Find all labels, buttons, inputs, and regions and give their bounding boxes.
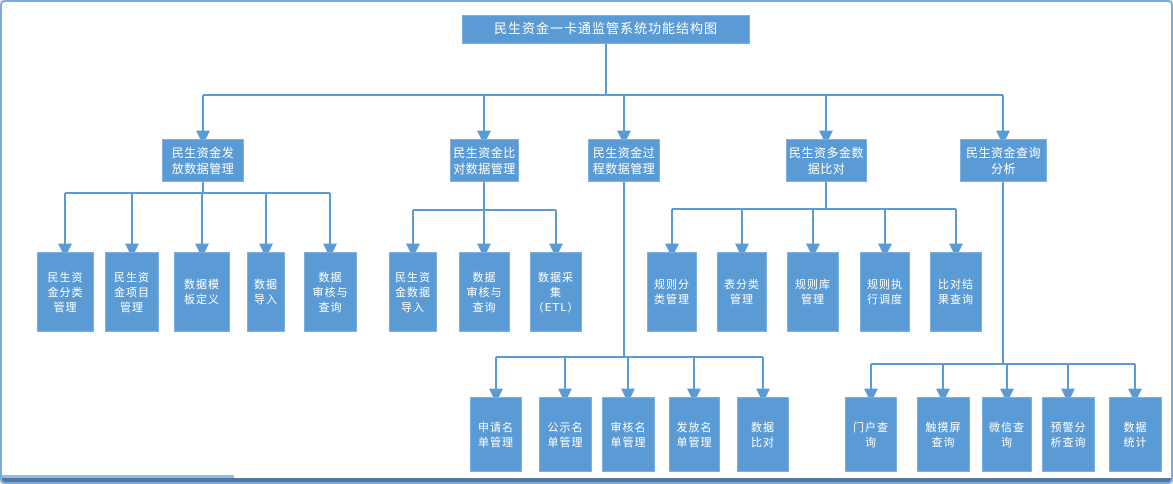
- node-branch1-child5: 数据 审核与 查询: [304, 252, 357, 332]
- node-branch3-child1: 申请名 单管理: [470, 397, 522, 472]
- node-branch5-child5: 数据 统计: [1109, 397, 1162, 472]
- node-branch1-child1: 民生资 金分类 管理: [37, 252, 94, 332]
- node-branch3-child4: 发放名 单管理: [669, 397, 720, 472]
- node-branch4-child2: 表分类 管理: [717, 252, 767, 332]
- node-branch2-child3: 数据采 集 （ETL）: [530, 252, 582, 332]
- node-branch4-child3: 规则库 管理: [787, 252, 839, 332]
- node-branch3-child3: 审核名 单管理: [602, 397, 655, 472]
- node-branch5-child2: 触摸屏 查询: [917, 397, 970, 472]
- node-branch3: 民生资金过 程数据管理: [588, 139, 660, 182]
- node-branch5-child1: 门户查 询: [845, 397, 897, 472]
- node-branch4-child5: 比对结 果查询: [930, 252, 982, 332]
- node-branch2-child1: 民生资 金数据 导入: [389, 252, 437, 332]
- node-branch5: 民生资金查询 分析: [960, 139, 1047, 182]
- node-branch4-child4: 规则执 行调度: [860, 252, 910, 332]
- node-root-title: 民生资金一卡通监管系统功能结构图: [462, 15, 750, 44]
- bottom-border-bar: [2, 478, 1171, 482]
- node-branch2-child2: 数据 审核与 查询: [459, 252, 510, 332]
- node-branch2: 民生资金比 对数据管理: [450, 139, 519, 182]
- node-branch1: 民生资金发 放数据管理: [162, 139, 244, 182]
- node-branch4-child1: 规则分 类管理: [647, 252, 697, 332]
- node-branch3-child2: 公示名 单管理: [539, 397, 592, 472]
- node-branch5-child4: 预警分 析查询: [1042, 397, 1095, 472]
- bottom-accent-line: [2, 475, 234, 478]
- node-branch4: 民生资多金数 据比对: [786, 139, 867, 182]
- node-branch1-child2: 民生资 金项目 管理: [105, 252, 159, 332]
- node-branch3-child5: 数据 比对: [737, 397, 789, 472]
- node-branch1-child3: 数据模 板定义: [174, 252, 230, 332]
- node-branch5-child3: 微信查 询: [982, 397, 1032, 472]
- node-branch1-child4: 数据 导入: [247, 252, 285, 332]
